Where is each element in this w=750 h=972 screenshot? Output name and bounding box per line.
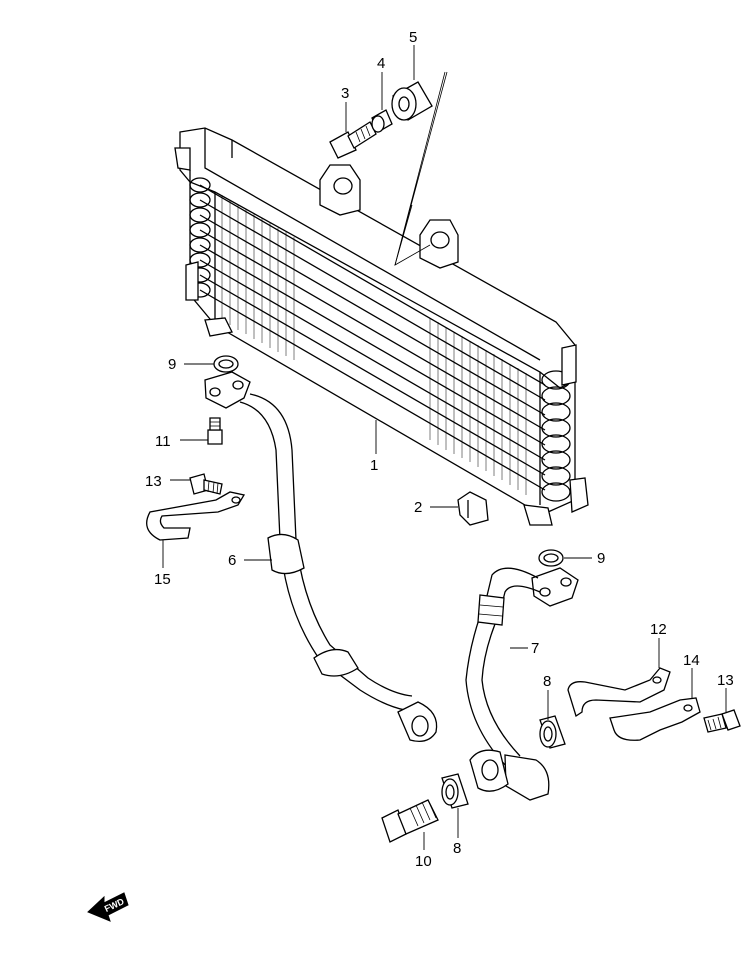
label-part-9-left: 9 bbox=[168, 356, 176, 373]
bracket-part-15 bbox=[146, 491, 246, 541]
label-part-8-upper: 8 bbox=[543, 673, 551, 690]
label-part-12: 12 bbox=[650, 621, 667, 638]
right-end-coils bbox=[541, 370, 571, 502]
oil-hose-part-7 bbox=[465, 567, 579, 801]
mount-bracket-right bbox=[419, 219, 459, 269]
label-part-11: 11 bbox=[155, 433, 171, 450]
part-number-labels: 1 2 3 4 5 6 7 8 8 9 9 10 11 12 13 13 14 … bbox=[145, 29, 734, 870]
bracket-part-14 bbox=[609, 697, 701, 741]
label-part-13-right: 13 bbox=[717, 672, 734, 689]
cooler-tubes bbox=[199, 184, 546, 491]
grommet-part-5 bbox=[391, 81, 433, 121]
label-part-13-left: 13 bbox=[145, 473, 162, 490]
washer-part-8-lower bbox=[441, 773, 469, 809]
label-part-5: 5 bbox=[409, 29, 417, 46]
label-part-14: 14 bbox=[683, 652, 700, 669]
collar-part-4 bbox=[371, 109, 393, 133]
union-bolt-part-10 bbox=[381, 799, 439, 843]
bolt-part-11 bbox=[207, 417, 223, 445]
leader-lines bbox=[162, 45, 727, 850]
bolt-part-13-right bbox=[703, 709, 741, 733]
gasket-part-9-left bbox=[213, 355, 239, 373]
left-end-coils bbox=[189, 177, 211, 298]
bolt-part-13-left bbox=[189, 473, 223, 495]
clip-part-2 bbox=[457, 491, 489, 526]
label-part-4: 4 bbox=[377, 55, 385, 72]
label-part-2: 2 bbox=[414, 499, 422, 516]
bolt-part-3 bbox=[329, 121, 377, 159]
cooler-fins bbox=[221, 195, 527, 495]
label-part-1: 1 bbox=[370, 457, 378, 474]
forward-arrow-icon: FWD bbox=[87, 892, 129, 922]
washer-part-8-upper bbox=[539, 715, 566, 749]
label-part-7: 7 bbox=[531, 640, 539, 657]
mount-bracket-left bbox=[319, 164, 361, 216]
oil-hose-part-6 bbox=[204, 371, 438, 743]
label-part-3: 3 bbox=[341, 85, 349, 102]
label-part-6: 6 bbox=[228, 552, 236, 569]
label-part-9-right: 9 bbox=[597, 550, 605, 567]
label-part-15: 15 bbox=[154, 571, 171, 588]
oil-cooler-core bbox=[174, 127, 589, 526]
label-part-8-lower: 8 bbox=[453, 840, 461, 857]
bracket-part-12 bbox=[567, 667, 671, 718]
gasket-part-9-right bbox=[538, 549, 564, 567]
label-part-10: 10 bbox=[415, 853, 432, 870]
